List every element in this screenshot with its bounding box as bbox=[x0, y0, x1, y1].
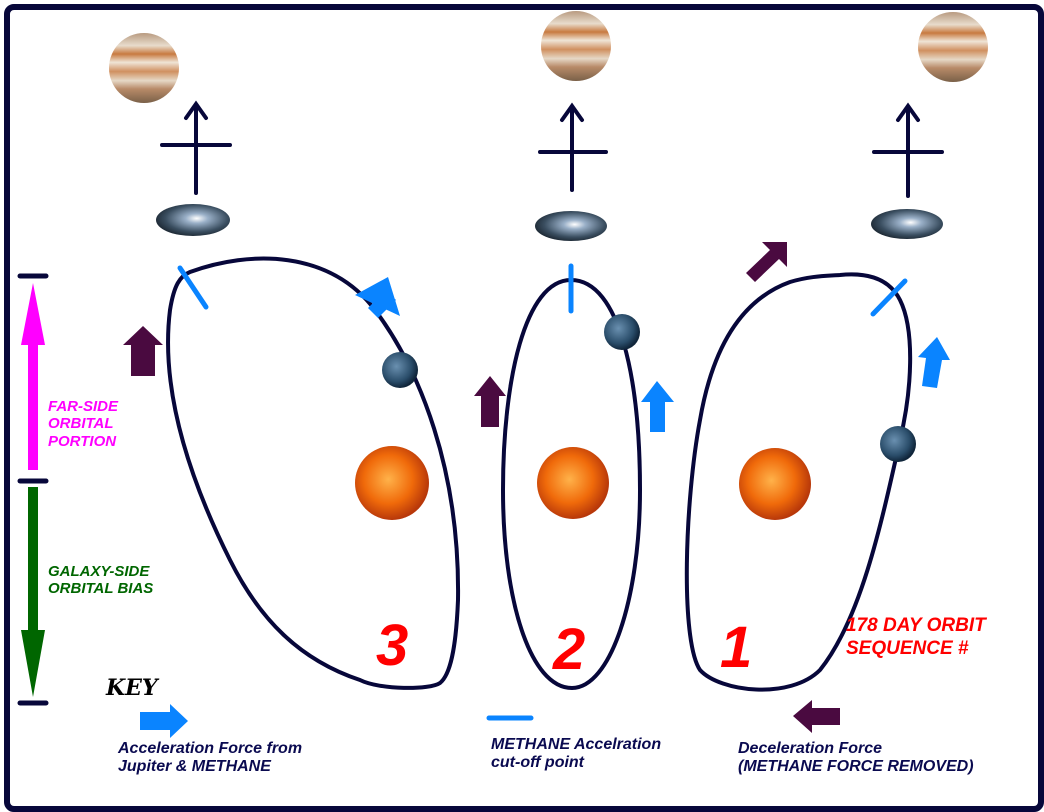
side-scale bbox=[17, 273, 49, 706]
jupiter-icon bbox=[541, 11, 611, 81]
key-cutoff-label: METHANE Accelration cut-off point bbox=[491, 736, 662, 772]
acceleration-arrow-icon bbox=[355, 277, 400, 318]
earth-icon bbox=[880, 426, 916, 462]
deceleration-arrow-icon bbox=[123, 326, 163, 376]
sequence-number-1: 1 bbox=[720, 615, 753, 680]
key-icons bbox=[140, 700, 840, 738]
sun-icon bbox=[739, 448, 811, 520]
sequence-number-2: 2 bbox=[553, 617, 586, 682]
far-side-arrow-icon bbox=[21, 283, 45, 470]
orbit-2-group bbox=[474, 11, 674, 691]
cutoff-marker-icon bbox=[177, 265, 209, 310]
key-acceleration-label: Acceleration Force from Jupiter & METHAN… bbox=[118, 740, 303, 776]
jupiter-icon bbox=[109, 33, 179, 103]
orbit-1-path bbox=[684, 272, 913, 692]
acceleration-arrow-icon bbox=[918, 337, 950, 388]
jupiter-icon bbox=[918, 12, 988, 82]
key-deceleration-label: Deceleration Force (METHANE FORCE REMOVE… bbox=[738, 740, 974, 776]
far-side-label: FAR-SIDE ORBITAL PORTION bbox=[48, 398, 119, 450]
diagram-frame bbox=[4, 4, 1044, 812]
sun-icon bbox=[537, 447, 609, 519]
deceleration-arrow-icon bbox=[474, 376, 506, 427]
key-title: KEY bbox=[106, 675, 158, 701]
cutoff-marker-icon bbox=[870, 278, 908, 317]
acceleration-arrow-icon bbox=[641, 381, 674, 432]
gravity-cross-arrow-icon bbox=[160, 100, 232, 195]
galaxy-side-arrow-icon bbox=[21, 487, 45, 697]
galaxy-side-label: GALAXY-SIDE ORBITAL BIAS bbox=[48, 563, 154, 598]
galaxy-icon bbox=[871, 209, 943, 239]
orbit-3-group bbox=[109, 33, 461, 690]
earth-icon bbox=[382, 352, 418, 388]
galaxy-icon bbox=[156, 204, 230, 236]
orbit-1-group bbox=[684, 12, 988, 692]
gravity-cross-arrow-icon bbox=[538, 102, 608, 192]
deceleration-arrow-icon bbox=[746, 242, 787, 282]
key-acceleration-arrow-icon bbox=[140, 704, 188, 738]
gravity-cross-arrow-icon bbox=[872, 102, 944, 198]
orbit-sequence-note: 178 DAY ORBIT SEQUENCE # bbox=[846, 615, 986, 659]
sun-icon bbox=[355, 446, 429, 520]
earth-icon bbox=[604, 314, 640, 350]
galaxy-icon bbox=[535, 211, 607, 241]
sequence-number-3: 3 bbox=[376, 613, 409, 678]
orbit-2-path bbox=[500, 277, 643, 691]
key-deceleration-arrow-icon bbox=[793, 700, 840, 733]
